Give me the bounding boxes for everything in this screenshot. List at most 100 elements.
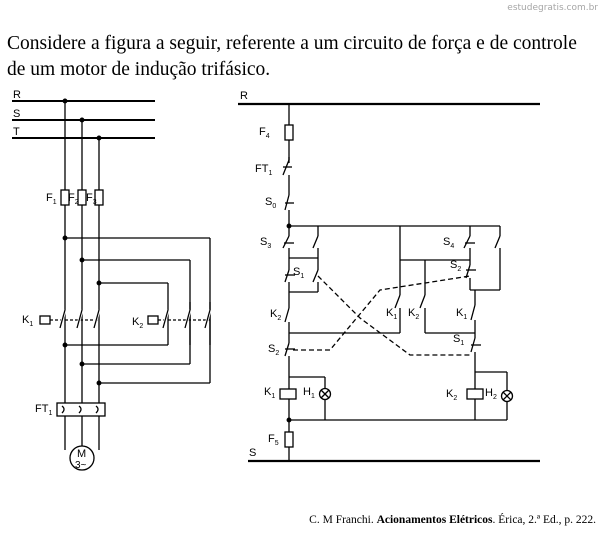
- fuse-f3-label: F: [86, 192, 93, 204]
- svg-text:S1: S1: [453, 333, 464, 347]
- fuse-f3: [94, 189, 104, 206]
- overload-ft1-sub: 1: [48, 410, 52, 417]
- svg-text:F4: F4: [259, 126, 270, 140]
- svg-text:F1: F1: [46, 192, 57, 206]
- svg-text:K1: K1: [264, 386, 275, 400]
- svg-text:FT1: FT1: [255, 163, 272, 177]
- k1-coil-sub: 1: [271, 393, 275, 400]
- k2-interlock-left-label: K: [270, 308, 278, 320]
- fuse-f2: [77, 189, 87, 206]
- svg-text:H2: H2: [485, 387, 497, 401]
- citation: C. M Franchi. Acionamentos Elétricos. Ér…: [309, 514, 596, 526]
- s4-label: S: [443, 236, 450, 248]
- s1-nc-sub: 1: [300, 273, 304, 280]
- svg-text:K1: K1: [22, 314, 33, 328]
- control-labels: R S F4 FT1 S0 S3 S4 S1 S2 K2 K1 K2 K1 S2…: [240, 90, 497, 459]
- overload-relay-ft1: [56, 402, 106, 417]
- motor-symbol: [69, 445, 95, 471]
- k2-coil-label: K: [446, 388, 454, 400]
- control-circuit: [238, 102, 540, 463]
- fuse-f2-sub: 2: [75, 199, 79, 206]
- question-line-1: Considere a figura a seguir, referente a…: [7, 33, 577, 54]
- fuse-f1-sub: 1: [53, 199, 57, 206]
- contactor-k1-label: K: [22, 314, 30, 326]
- svg-text:S4: S4: [443, 236, 454, 250]
- k1-interlock-right-label: K: [456, 307, 464, 319]
- f5-label: F: [268, 433, 275, 445]
- k2-seal-right-label: K: [408, 307, 416, 319]
- coil-k2: [466, 388, 484, 400]
- citation-details: . Érica, 2.ª Ed., p. 222.: [492, 514, 596, 526]
- fuse-f4: [284, 124, 294, 141]
- svg-text:K2: K2: [446, 388, 457, 402]
- k2-interlock-left-sub: 2: [277, 315, 281, 322]
- k1-coil-label: K: [264, 386, 272, 398]
- contactor-k2-power: [147, 302, 212, 345]
- citation-author: C. M Franchi.: [309, 514, 377, 526]
- svg-text:K1: K1: [386, 307, 397, 321]
- svg-text:K2: K2: [408, 307, 419, 321]
- phase-t-label: T: [13, 126, 20, 138]
- svg-text:F3: F3: [86, 192, 97, 206]
- citation-title: Acionamentos Elétricos: [376, 514, 493, 526]
- fuse-f2-label: F: [68, 192, 75, 204]
- svg-text:S2: S2: [450, 259, 461, 273]
- s4-start-button: [463, 235, 475, 258]
- control-r-label: R: [240, 90, 248, 102]
- s1-right-sub: 1: [460, 340, 464, 347]
- svg-text:F2: F2: [68, 192, 79, 206]
- s4-sub: 4: [450, 243, 454, 250]
- svg-text:S3: S3: [260, 236, 271, 250]
- contactor-k2-sub: 2: [139, 323, 143, 330]
- power-circuit: [12, 98, 212, 471]
- svg-text:FT1: FT1: [35, 403, 52, 417]
- f4-sub: 4: [266, 133, 270, 140]
- f5-sub: 5: [275, 440, 279, 447]
- k2-seal-right-sub: 2: [415, 314, 419, 321]
- k1-interlock-right-sub: 1: [463, 314, 467, 321]
- motor-m-label: M: [77, 448, 86, 460]
- fuse-f5: [284, 431, 294, 448]
- contactor-k1-sub: 1: [29, 321, 33, 328]
- mechanical-link-2: [293, 275, 471, 351]
- k1-seal-left-sub: 1: [393, 314, 397, 321]
- question-text: Considere a figura a seguir, referente a…: [7, 31, 602, 83]
- power-labels: R S T F1 F2 F3 K1 K2 FT1 M 3~: [13, 89, 143, 471]
- s2-nc-right-label: S: [450, 259, 457, 271]
- fuse-f1: [60, 189, 70, 206]
- f4-label: F: [259, 126, 266, 138]
- s2-left-label: S: [268, 343, 275, 355]
- k2-coil-sub: 2: [453, 395, 457, 402]
- fuse-f3-sub: 3: [93, 199, 97, 206]
- s1-nc-label: S: [293, 266, 300, 278]
- ft1-label: FT: [255, 163, 269, 175]
- s0-stop-button: [284, 194, 294, 226]
- coil-k1: [279, 388, 297, 400]
- fuse-f1-label: F: [46, 192, 53, 204]
- control-s-label: S: [249, 447, 256, 459]
- contactor-k1-power: [39, 309, 101, 329]
- ft1-sub: 1: [268, 170, 272, 177]
- svg-text:K2: K2: [270, 308, 281, 322]
- contactor-k2-label: K: [132, 316, 140, 328]
- svg-text:S0: S0: [265, 196, 276, 210]
- h1-lamp-sub: 1: [311, 393, 315, 400]
- phase-s-label: S: [13, 108, 20, 120]
- svg-text:K2: K2: [132, 316, 143, 330]
- overload-ft1-label: FT: [35, 403, 49, 415]
- s2-left-sub: 2: [275, 350, 279, 357]
- h2-lamp-sub: 2: [493, 394, 497, 401]
- phase-r-label: R: [13, 89, 21, 101]
- s3-sub: 3: [267, 243, 271, 250]
- h1-lamp-label: H: [303, 386, 311, 398]
- watermark: estudegratis.com.br: [507, 3, 598, 13]
- s1-right-label: S: [453, 333, 460, 345]
- s3-start-button: [282, 235, 294, 258]
- h2-lamp-label: H: [485, 387, 493, 399]
- s3-label: S: [260, 236, 267, 248]
- s0-sub: 0: [272, 203, 276, 210]
- s0-label: S: [265, 196, 272, 208]
- ft1-contact: [282, 157, 292, 195]
- motor-3phase-label: 3~: [75, 460, 87, 471]
- svg-text:S2: S2: [268, 343, 279, 357]
